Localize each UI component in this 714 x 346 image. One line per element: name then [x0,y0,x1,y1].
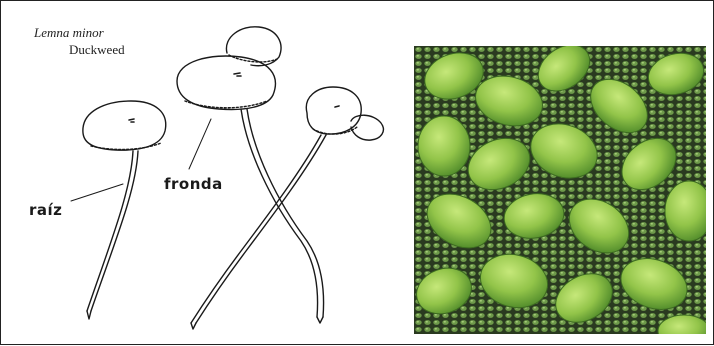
frond-top [177,27,281,110]
frond-left [83,101,166,150]
root-top [241,109,324,323]
duckweed-photo [414,46,706,334]
root-left [87,151,138,319]
root-label: raíz [29,201,62,219]
root-right [191,135,326,329]
frond-right [306,87,383,140]
frond-label: fronda [164,175,223,193]
duckweed-illustration [1,1,411,346]
